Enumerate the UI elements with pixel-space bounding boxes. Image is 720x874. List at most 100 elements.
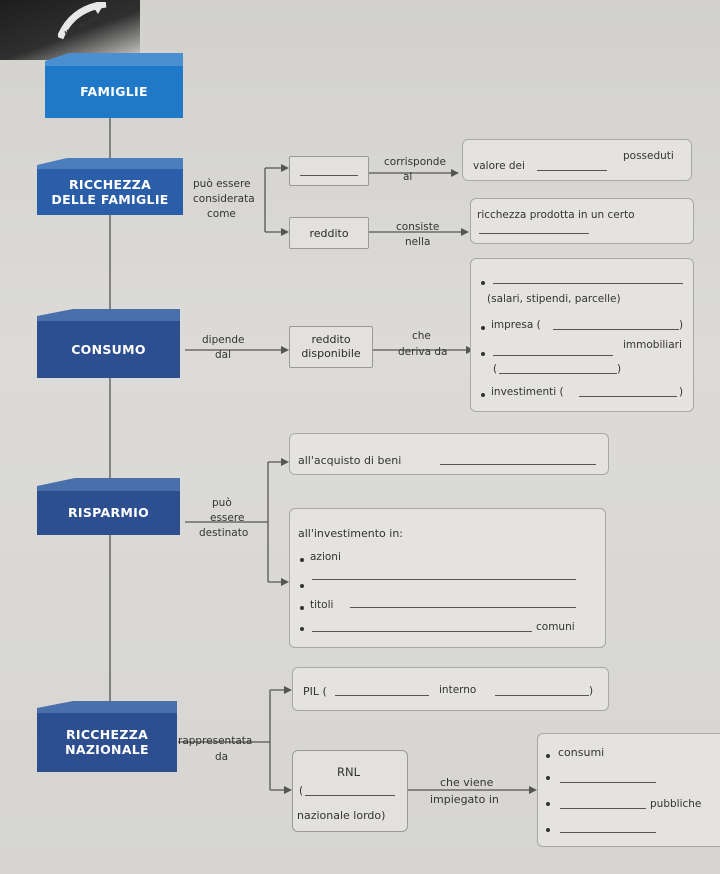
text-impresa: impresa ( [491,319,541,331]
inclusiva-badge-icon: INCLUSIVA [58,2,107,40]
blank-line[interactable] [305,785,395,796]
bullet [481,281,485,285]
bullet [300,558,304,562]
text-puo: può [212,497,232,509]
paren-close-1: ) [679,319,684,331]
blank-line[interactable] [479,223,589,234]
text-pil: PIL ( [303,685,327,698]
famiglie-label: FAMIGLIE [80,84,148,99]
famiglie-tab-icon [45,53,183,66]
acquisto-box: all'acquisto di beni [289,433,609,475]
text-nazionale-lordo: nazionale lordo) [297,809,386,822]
text-che-viene: che viene [440,776,494,789]
text-immobiliari: immobiliari [623,339,682,351]
risparmio-label: RISPARMIO [67,505,149,520]
ricchezza-nazionale-label-2: NAZIONALE [65,742,149,757]
famiglie-box: FAMIGLIE [45,65,183,118]
blank-line[interactable] [560,822,656,833]
reddito-disponibile-1: reddito [311,332,351,346]
paren-open-2: ( [299,785,304,797]
impieghi-box: consumi pubbliche [537,733,720,847]
text-interno: interno [439,684,477,696]
text-titoli: titoli [310,599,334,611]
ricchezza-nazionale-tab-icon [37,701,177,713]
dark-corner [0,0,140,60]
reddito-disponibile-box: reddito disponibile [289,326,373,368]
connector-come: come [207,208,236,220]
blank-line[interactable] [300,165,358,176]
blank-line[interactable] [579,386,677,397]
paren-open-1: ( [493,363,498,375]
bullet [546,802,550,806]
blank-line[interactable] [350,597,576,608]
ricchezza-famiglie-box: RICCHEZZA DELLE FAMIGLIE [37,168,183,215]
bullet [300,584,304,588]
ricchezza-famiglie-label-2: DELLE FAMIGLIE [51,191,169,207]
text-rnl: RNL [337,765,360,779]
text-rappresentata: rappresentata [178,735,253,747]
risparmio-box: RISPARMIO [37,490,180,535]
fonti-reddito-box: (salari, stipendi, parcelle) impresa ( )… [470,258,694,412]
ricchezza-famiglie-label-1: RICCHEZZA [68,176,152,192]
text-destinato: destinato [199,527,249,539]
blank-box-1[interactable] [289,156,369,186]
paren-close-2: ) [617,363,622,375]
paren-close-4: ) [589,685,594,697]
text-comuni: comuni [536,621,575,633]
text-ricchezza-prodotta: ricchezza prodotta in un certo [477,209,635,221]
connector-considerata: considerata [193,193,255,205]
ricchezza-nazionale-label-1: RICCHEZZA [65,727,149,742]
consumo-box: CONSUMO [37,320,180,378]
bullet [481,326,485,330]
text-impiegato-in: impiegato in [430,793,499,806]
text-consiste: consiste [396,221,440,233]
text-valore-dei: valore dei [473,160,525,172]
text-posseduti: posseduti [623,150,674,162]
text-acquisto: all'acquisto di beni [298,454,402,467]
text-azioni: azioni [310,551,341,563]
blank-line[interactable] [499,363,617,374]
bullet [481,352,485,356]
ricchezza-nazionale-box: RICCHEZZA NAZIONALE [37,712,177,772]
connector-puo-essere: può essere [193,178,251,190]
blank-line[interactable] [312,569,576,580]
bullet [546,776,550,780]
blank-line[interactable] [312,621,532,632]
bullet [546,754,550,758]
ricchezza-famiglie-tab-icon [37,158,183,169]
text-consumi: consumi [558,746,605,759]
blank-line[interactable] [560,798,646,809]
blank-line[interactable] [335,685,429,696]
ricchezza-prodotta-box: ricchezza prodotta in un certo [470,198,694,244]
investimento-box: all'investimento in: azioni titoli comun… [289,508,606,648]
blank-line[interactable] [560,772,656,783]
rnl-box: RNL ( nazionale lordo) [292,750,408,832]
blank-line[interactable] [493,345,613,356]
text-salari: (salari, stipendi, parcelle) [487,293,621,305]
bullet [481,393,485,397]
text-corrisponde: corrisponde [384,156,446,168]
reddito-label: reddito [309,226,349,240]
blank-line[interactable] [493,273,683,284]
text-nella: nella [405,236,431,248]
bullet [546,828,550,832]
bullet [300,606,304,610]
reddito-box: reddito [289,217,369,249]
text-dipende: dipende [202,334,245,346]
blank-line[interactable] [495,685,589,696]
reddito-disponibile-2: disponibile [301,347,361,360]
blank-line[interactable] [537,160,607,171]
text-al: al [403,171,413,183]
risparmio-tab-icon [37,478,180,491]
blank-line[interactable] [553,319,679,330]
blank-line[interactable] [440,454,596,465]
valore-box: valore dei posseduti [462,139,692,181]
text-investimento: all'investimento in: [298,527,404,540]
text-essere: essere [210,512,245,524]
pil-box: PIL ( interno ) [292,667,609,711]
bullet [300,627,304,631]
text-investimenti: investimenti ( [491,386,564,398]
consumo-label: CONSUMO [71,341,146,357]
text-da: da [215,751,229,763]
consumo-tab-icon [37,309,180,321]
